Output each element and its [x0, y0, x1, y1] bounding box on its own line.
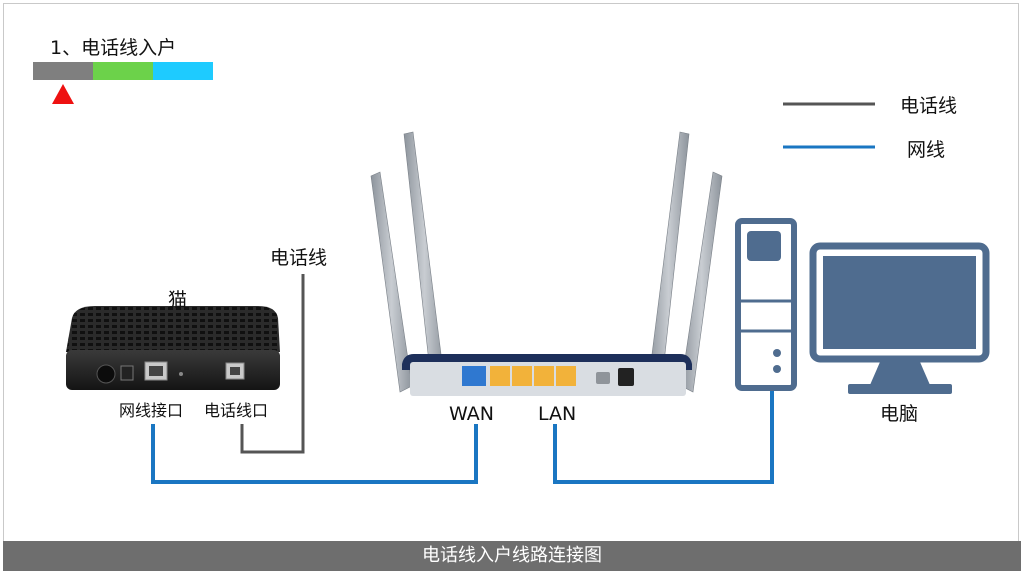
step-title: 1、电话线入户: [50, 37, 176, 59]
router-lan-port-1: [490, 366, 510, 386]
router-power-jack: [618, 368, 634, 386]
footer-caption: 电话线入户线路连接图: [3, 541, 1021, 571]
network-cable-modem-to-wan: [151, 424, 478, 484]
modem-reset-hole: [179, 372, 183, 376]
phone-line-label: 电话线: [270, 247, 327, 269]
legend-label-network: 网线: [907, 139, 945, 161]
monitor-screen: [823, 256, 976, 349]
tower-case: [735, 218, 797, 391]
computer-label: 电脑: [880, 403, 918, 425]
modem-phone-socket-inner: [230, 367, 240, 375]
modem-dc-jack: [120, 365, 134, 381]
tower-drive-bay: [747, 231, 781, 261]
phone-cable: [240, 274, 305, 454]
modem-top: [66, 306, 280, 352]
modem-body: [66, 350, 280, 390]
router-antenna-inner-left: [403, 131, 446, 391]
modem-label: 猫: [168, 289, 187, 311]
step-segment-3: [153, 62, 213, 80]
legend-label-phone: 电话线: [900, 95, 957, 117]
tower-light-2: [773, 365, 781, 373]
router-lan-port-2: [512, 366, 532, 386]
network-cable-lan-to-computer: [553, 390, 774, 484]
modem-ethernet-port-label: 网线接口: [119, 401, 183, 420]
router-lan-port-4: [556, 366, 576, 386]
step-marker-triangle-icon: [52, 84, 74, 104]
router-wps-button: [596, 372, 610, 384]
step-segment-1: [33, 62, 93, 80]
monitor-stand-neck: [870, 362, 930, 385]
lan-label: LAN: [538, 403, 576, 425]
modem-phone-port-label: 电话线口: [204, 401, 268, 420]
router-device: [370, 131, 723, 396]
computer-tower: [735, 218, 797, 391]
modem-ethernet-socket-inner: [149, 366, 163, 376]
computer-monitor: [809, 242, 990, 394]
step-segment-2: [93, 62, 153, 80]
modem-device: [66, 306, 280, 390]
monitor-stand-base: [848, 384, 952, 394]
router-lan-port-3: [534, 366, 554, 386]
modem-power-button: [96, 364, 116, 384]
tower-light-1: [773, 349, 781, 357]
router-wan-port: [462, 366, 486, 386]
wan-label: WAN: [449, 403, 494, 425]
router-antenna-outer-right: [680, 171, 723, 393]
router-antenna-inner-right: [647, 131, 690, 391]
